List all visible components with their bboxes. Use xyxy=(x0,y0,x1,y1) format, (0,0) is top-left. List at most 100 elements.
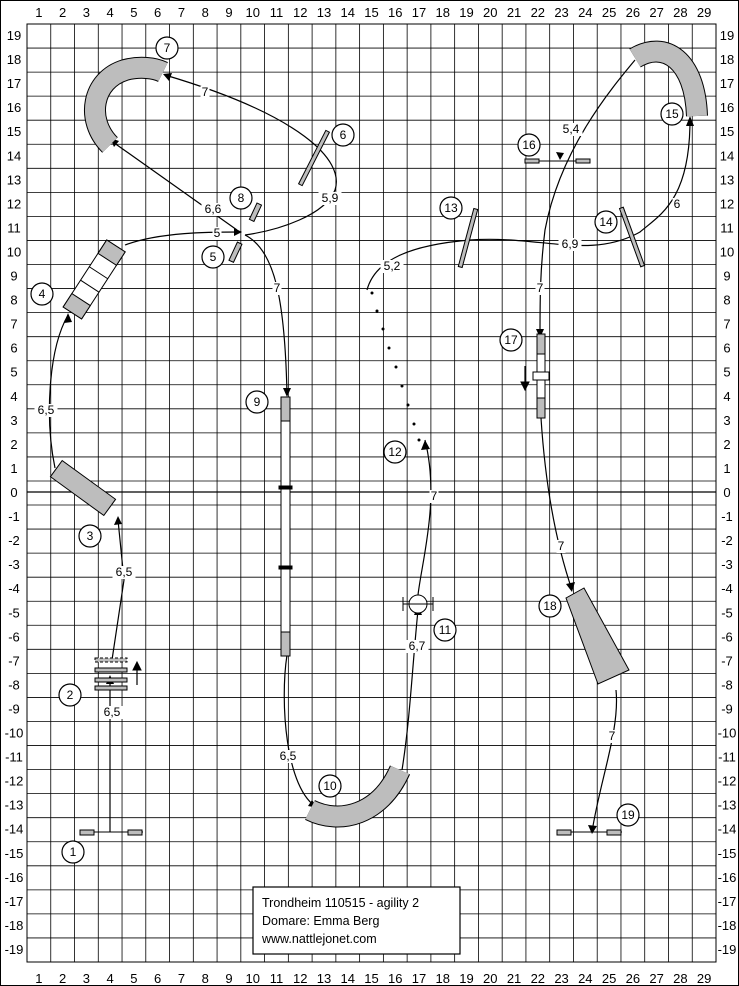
obstacle-5-8-cross-jumps xyxy=(228,202,263,263)
y-label-right: 15 xyxy=(720,124,734,139)
info-line-3: www.nattlejonet.com xyxy=(261,932,377,946)
x-label-top: 27 xyxy=(649,5,663,20)
y-label-right: -11 xyxy=(718,750,736,765)
svg-text:5: 5 xyxy=(210,250,217,264)
distance-label-bg xyxy=(276,750,300,763)
svg-text:19: 19 xyxy=(621,808,635,822)
svg-text:1: 1 xyxy=(70,845,77,859)
y-label-right: 10 xyxy=(720,244,734,259)
svg-text:2: 2 xyxy=(67,688,74,702)
y-label-left: 14 xyxy=(7,148,21,163)
y-label-left: 10 xyxy=(7,244,21,259)
y-label-right: 0 xyxy=(723,485,730,500)
x-label-top: 18 xyxy=(436,5,450,20)
obstacle-number-18: 18 xyxy=(538,594,562,618)
obstacle-number-11: 11 xyxy=(433,618,457,642)
x-label-bottom: 5 xyxy=(130,971,137,986)
x-label-bottom: 17 xyxy=(412,971,426,986)
y-label-left: -17 xyxy=(5,894,24,909)
distance-label-bg xyxy=(200,86,210,99)
x-label-bottom: 28 xyxy=(673,971,687,986)
x-label-top: 10 xyxy=(245,5,259,20)
x-label-bottom: 11 xyxy=(270,971,284,986)
x-label-bottom: 14 xyxy=(341,971,355,986)
y-label-left: -2 xyxy=(8,533,20,548)
obstacle-16-jump xyxy=(524,158,591,164)
x-label-bottom: 8 xyxy=(202,971,209,986)
obstacle-17-seesaw xyxy=(520,333,550,419)
y-label-right: 18 xyxy=(720,52,734,67)
info-line-1: Trondheim 110515 - agility 2 xyxy=(262,896,419,910)
obstacle-number-1: 1 xyxy=(61,840,85,864)
obstacle-number-3: 3 xyxy=(78,524,102,548)
svg-text:9: 9 xyxy=(254,395,261,409)
distance-label-bg xyxy=(558,238,582,251)
x-label-bottom: 27 xyxy=(649,971,663,986)
y-label-right: 12 xyxy=(720,196,734,211)
x-label-top: 29 xyxy=(697,5,711,20)
x-label-top: 15 xyxy=(364,5,378,20)
x-label-bottom: 24 xyxy=(578,971,592,986)
svg-text:17: 17 xyxy=(504,333,518,347)
info-box: Trondheim 110515 - agility 2 Domare: Emm… xyxy=(252,886,461,955)
x-label-top: 4 xyxy=(107,5,114,20)
distance-label: 6,5 xyxy=(38,403,55,417)
y-label-left: -10 xyxy=(5,726,24,741)
x-label-bottom: 9 xyxy=(225,971,232,986)
distance-label-bg xyxy=(405,640,429,653)
y-label-left: -13 xyxy=(5,798,24,813)
distance-label: 5,9 xyxy=(322,191,339,205)
y-label-left: 4 xyxy=(10,389,17,404)
y-label-left: -7 xyxy=(8,653,20,668)
y-label-left: -8 xyxy=(8,677,20,692)
distance-label: 7 xyxy=(202,85,209,99)
obstacle-18-chute xyxy=(565,587,630,685)
x-label-top: 7 xyxy=(178,5,185,20)
y-label-left: -4 xyxy=(8,581,20,596)
x-label-bottom: 12 xyxy=(293,971,307,986)
y-label-left: -5 xyxy=(8,605,20,620)
info-line-2: Domare: Emma Berg xyxy=(262,914,379,928)
distance-label-bg xyxy=(272,282,282,295)
distance-label-bg xyxy=(607,730,617,743)
x-label-bottom: 15 xyxy=(364,971,378,986)
y-label-left: 19 xyxy=(7,28,21,43)
distance-label: 6,5 xyxy=(280,749,297,763)
y-label-left: 17 xyxy=(7,76,21,91)
x-label-bottom: 13 xyxy=(317,971,331,986)
distance-label: 6,5 xyxy=(104,705,121,719)
y-label-right: -5 xyxy=(721,605,733,620)
y-label-left: 8 xyxy=(10,293,17,308)
x-label-bottom: 7 xyxy=(178,971,185,986)
y-label-right: 9 xyxy=(723,269,730,284)
svg-text:14: 14 xyxy=(599,215,613,229)
obstacle-13-jump xyxy=(457,207,479,269)
obstacle-1-jump xyxy=(79,829,143,836)
y-label-right: -14 xyxy=(718,822,737,837)
y-label-right: 11 xyxy=(720,220,734,235)
obstacle-14-jump xyxy=(618,206,646,268)
svg-text:4: 4 xyxy=(39,287,46,301)
distance-label: 6,9 xyxy=(562,237,579,251)
y-label-left: 18 xyxy=(7,52,21,67)
y-label-right: 6 xyxy=(723,341,730,356)
x-label-bottom: 6 xyxy=(154,971,161,986)
obstacle-number-19: 19 xyxy=(616,803,640,827)
obstacle-7-curved-tunnel xyxy=(84,56,168,153)
svg-text:12: 12 xyxy=(388,445,402,459)
y-label-left: 16 xyxy=(7,100,21,115)
distance-label: 7 xyxy=(431,489,438,503)
y-label-right: 7 xyxy=(723,317,730,332)
svg-text:6: 6 xyxy=(340,128,347,142)
x-label-bottom: 1 xyxy=(35,971,42,986)
distance-label-bg xyxy=(559,123,583,136)
y-label-right: -15 xyxy=(718,846,737,861)
obstacle-number-9: 9 xyxy=(245,390,269,414)
y-label-left: 13 xyxy=(7,172,21,187)
y-label-right: 1 xyxy=(723,461,730,476)
x-label-top: 25 xyxy=(602,5,616,20)
distance-label-bg xyxy=(318,192,342,205)
distance-label-bg xyxy=(535,282,545,295)
y-label-right: 3 xyxy=(723,413,730,428)
